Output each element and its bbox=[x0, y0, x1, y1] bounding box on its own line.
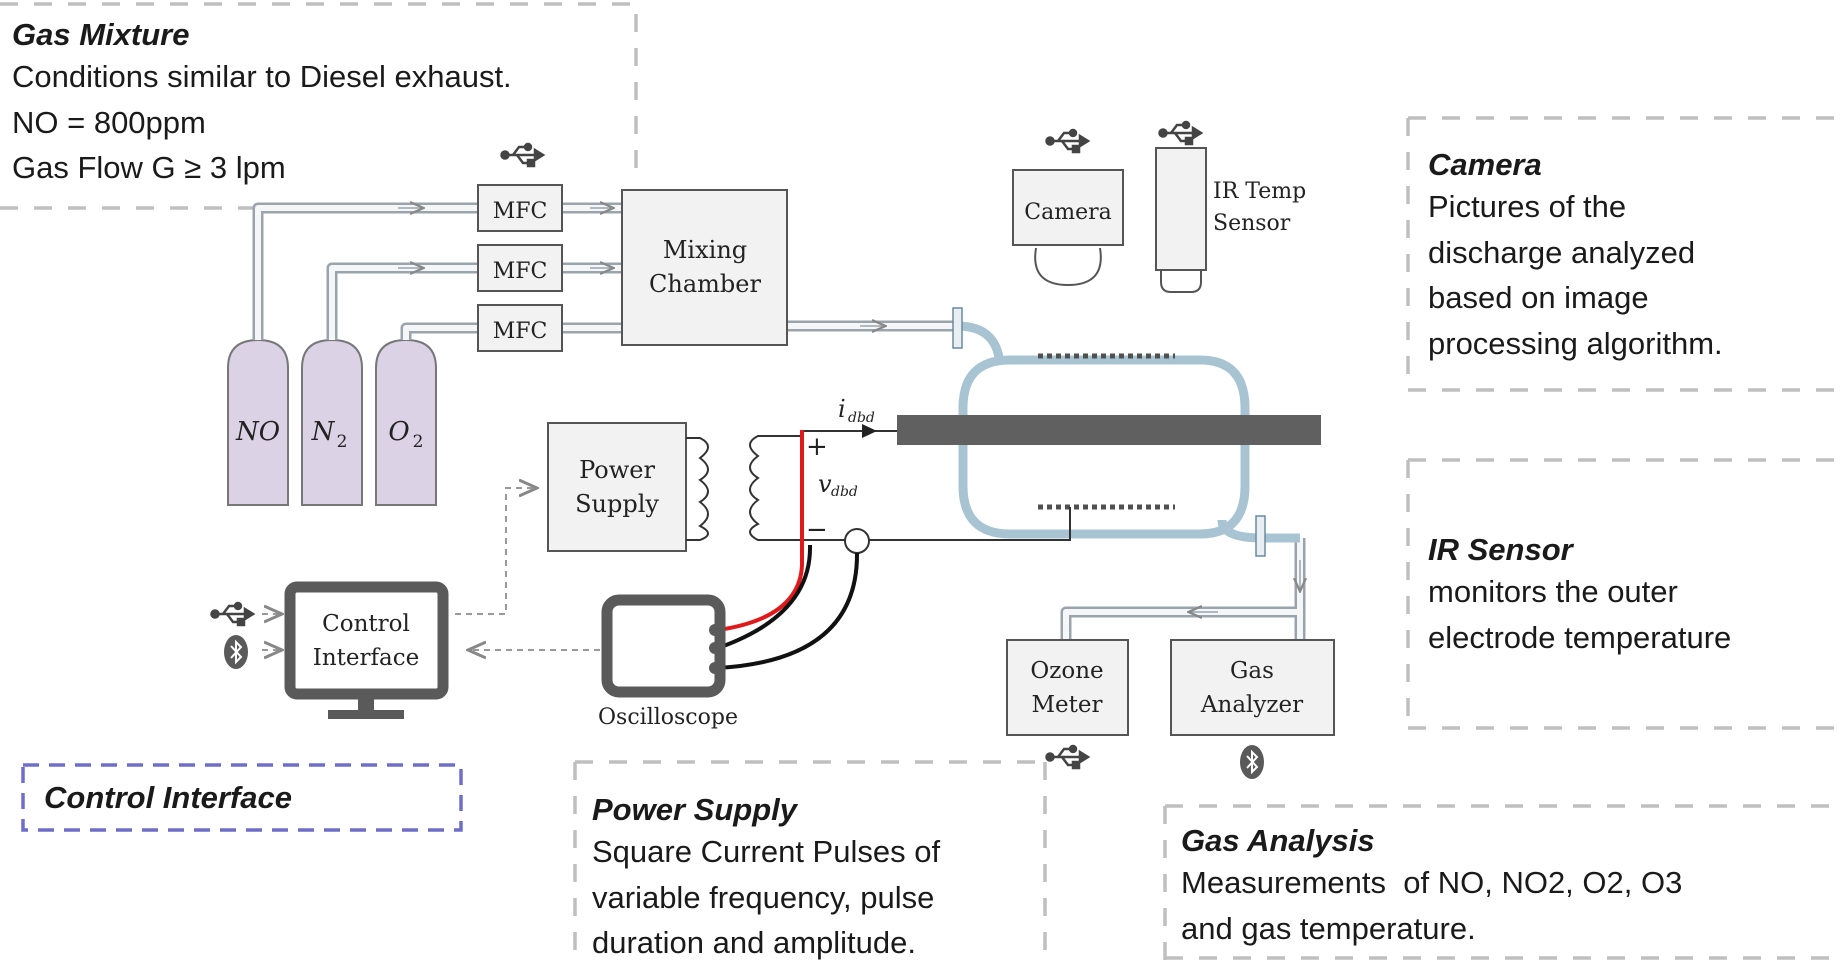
power-supply-title: Power Supply bbox=[592, 792, 797, 827]
usb-icon bbox=[1045, 744, 1091, 770]
gas-analyzer-label-2: Analyzer bbox=[1200, 692, 1303, 718]
black-probe-wire-1 bbox=[717, 544, 813, 650]
control-interface-border bbox=[21, 763, 463, 832]
mfc-boxes bbox=[477, 184, 563, 352]
usb-icon bbox=[1158, 120, 1204, 146]
usb-icon bbox=[1045, 128, 1091, 154]
control-interface-title: Control Interface bbox=[44, 780, 293, 815]
inner-electrode bbox=[897, 415, 1321, 445]
gas-analysis-callout: Gas Analysis Measurements of NO, NO2, O2… bbox=[1181, 822, 1682, 951]
inlet-flange bbox=[952, 307, 963, 349]
mfc-2-label: MFC bbox=[493, 259, 548, 284]
outlet-flange bbox=[1255, 515, 1266, 557]
cylinder-o2-label: O bbox=[388, 417, 409, 447]
mfc-1-box bbox=[477, 184, 563, 232]
signal-lines bbox=[262, 488, 600, 650]
camera-line-4: processing algorithm. bbox=[1428, 325, 1723, 361]
gas-mixture-title: Gas Mixture bbox=[12, 17, 190, 52]
current-arrow bbox=[862, 424, 877, 438]
gas-mixture-line-2: NO = 800ppm bbox=[12, 104, 206, 140]
ir-sensor-title: IR Sensor bbox=[1428, 532, 1573, 567]
oscilloscope-label: Oscilloscope bbox=[598, 705, 738, 730]
current-label: i bbox=[838, 395, 846, 423]
monitor-icon bbox=[284, 581, 449, 719]
ozone-meter-label-1: Ozone bbox=[1030, 658, 1103, 684]
ir-sensor-box bbox=[1155, 147, 1207, 271]
plus-sign: + bbox=[806, 432, 828, 462]
gas-analysis-title: Gas Analysis bbox=[1181, 823, 1375, 858]
oscilloscope-icon bbox=[601, 594, 726, 698]
cylinder-o2-subscript: 2 bbox=[413, 432, 424, 452]
camera-box bbox=[1012, 169, 1124, 246]
cylinder-n2-subscript: 2 bbox=[337, 432, 348, 452]
camera-line-3: based on image bbox=[1428, 280, 1649, 315]
ozone-meter-box bbox=[1006, 639, 1129, 736]
camera-label: Camera bbox=[1024, 200, 1111, 225]
gas-analyzer-label-1: Gas bbox=[1230, 658, 1274, 684]
gas-analysis-line-2: and gas temperature. bbox=[1181, 910, 1476, 946]
control-interface-label-1: Control bbox=[322, 611, 410, 637]
ir-sensor-head bbox=[1160, 270, 1202, 293]
gas-analyzer-box bbox=[1170, 639, 1335, 736]
ir-sensor-label-2: Sensor bbox=[1213, 211, 1291, 236]
mfc-3-box bbox=[477, 304, 563, 352]
power-supply-border bbox=[573, 760, 1047, 960]
gas-analysis-border bbox=[1163, 804, 1838, 960]
mixing-chamber-box bbox=[621, 189, 788, 346]
power-supply-box bbox=[547, 422, 687, 552]
voltage-subscript: dbd bbox=[831, 484, 858, 500]
ir-sensor-line-2: electrode temperature bbox=[1428, 619, 1732, 655]
dbd-reactor bbox=[897, 307, 1321, 557]
ir-sensor-label-1: IR Temp bbox=[1213, 179, 1306, 204]
mfc-2-box bbox=[477, 244, 563, 292]
power-supply-label-2: Supply bbox=[575, 490, 659, 518]
gas-mixture-line-1: Conditions similar to Diesel exhaust. bbox=[12, 59, 512, 94]
bluetooth-icon bbox=[1240, 745, 1264, 779]
camera-title: Camera bbox=[1428, 147, 1542, 182]
power-supply-line-3: duration and amplitude. bbox=[592, 925, 917, 960]
current-subscript: dbd bbox=[848, 410, 875, 426]
power-supply-callout: Power Supply Square Current Pulses of va… bbox=[592, 791, 940, 966]
control-interface-label-2: Interface bbox=[313, 645, 419, 671]
ozone-meter-label-2: Meter bbox=[1031, 692, 1102, 718]
power-supply-line-2: variable frequency, pulse bbox=[592, 879, 935, 915]
ir-sensor-callout: IR Sensor monitors the outer electrode t… bbox=[1428, 531, 1731, 660]
gas-cylinders bbox=[227, 338, 437, 506]
cylinder-n2-label: N bbox=[311, 417, 336, 447]
mfc-1-label: MFC bbox=[493, 199, 548, 224]
gas-mixture-callout: Gas Mixture Conditions similar to Diesel… bbox=[12, 16, 512, 191]
black-probe-wire-2 bbox=[717, 552, 860, 670]
control-interface-callout: Control Interface bbox=[44, 779, 292, 817]
ir-sensor-line-1: monitors the outer bbox=[1428, 574, 1678, 609]
current-probe bbox=[844, 528, 870, 554]
camera-line-1: Pictures of the bbox=[1428, 189, 1627, 224]
camera-callout: Camera Pictures of the discharge analyze… bbox=[1428, 146, 1723, 366]
ir-sensor-border bbox=[1406, 458, 1838, 730]
voltage-label: v bbox=[818, 470, 832, 498]
gas-analysis-line-1: Measurements of NO, NO2, O2, O3 bbox=[1181, 865, 1683, 900]
usb-icon bbox=[500, 142, 546, 168]
usb-icon bbox=[210, 601, 256, 627]
red-probe-wire bbox=[717, 430, 804, 632]
gas-mixture-line-3: Gas Flow G ≥ 3 lpm bbox=[12, 150, 286, 185]
mixing-chamber-label-2: Chamber bbox=[649, 270, 761, 298]
power-supply-label-1: Power bbox=[579, 456, 655, 484]
gas-tubes bbox=[252, 208, 1300, 640]
camera-border bbox=[1406, 116, 1838, 392]
transformer bbox=[686, 435, 1071, 541]
camera-lens bbox=[1034, 247, 1102, 287]
power-supply-line-1: Square Current Pulses of bbox=[592, 834, 941, 869]
mixing-chamber-label-1: Mixing bbox=[663, 236, 747, 264]
camera-line-2: discharge analyzed bbox=[1428, 234, 1696, 270]
mfc-3-label: MFC bbox=[493, 319, 548, 344]
minus-sign: − bbox=[806, 515, 828, 545]
bluetooth-icon bbox=[224, 635, 248, 669]
cylinder-no-label: NO bbox=[235, 417, 280, 447]
reactor-body bbox=[958, 355, 1250, 539]
